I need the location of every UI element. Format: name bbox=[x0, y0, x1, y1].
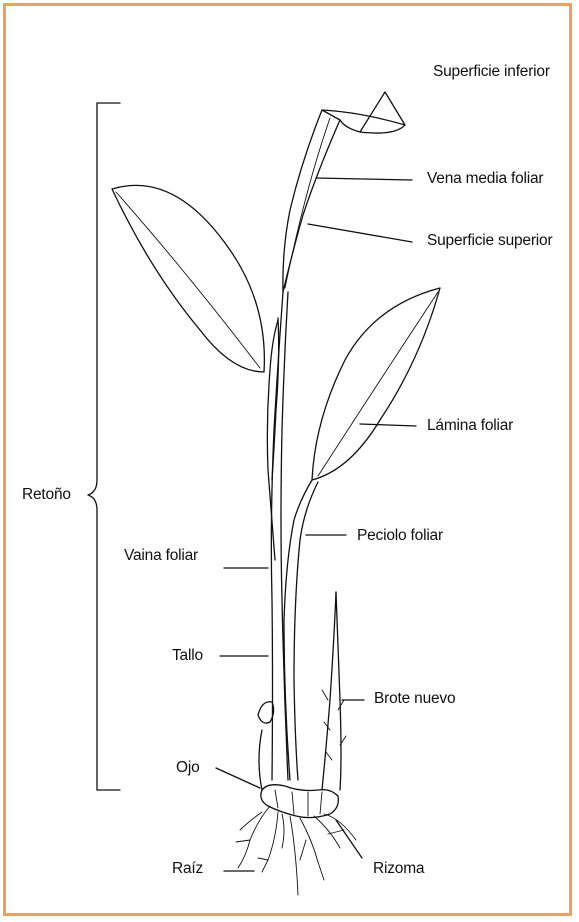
right-leaf bbox=[312, 288, 440, 480]
label-retono: Retoño bbox=[22, 486, 71, 504]
label-rizoma: Rizoma bbox=[373, 860, 424, 878]
main-stems bbox=[267, 292, 318, 780]
label-raiz: Raíz bbox=[172, 860, 203, 878]
roots bbox=[236, 806, 356, 895]
label-lamina-foliar: Lámina foliar bbox=[427, 417, 513, 435]
label-vena-media-foliar: Vena media foliar bbox=[427, 170, 543, 188]
label-tallo: Tallo bbox=[172, 647, 203, 665]
label-peciolo-foliar: Peciolo foliar bbox=[357, 527, 443, 545]
label-superficie-superior: Superficie superior bbox=[427, 232, 552, 250]
label-brote-nuevo: Brote nuevo bbox=[374, 690, 455, 708]
eye-bud bbox=[258, 702, 274, 790]
shoot-bracket bbox=[88, 103, 120, 790]
leader-lines bbox=[216, 178, 416, 871]
label-ojo: Ojo bbox=[176, 759, 200, 777]
top-leaf bbox=[283, 92, 405, 292]
left-leaf bbox=[112, 185, 264, 372]
new-shoot bbox=[322, 592, 346, 790]
rhizome bbox=[261, 785, 338, 818]
label-vaina-foliar: Vaina foliar bbox=[124, 547, 198, 565]
label-superficie-inferior: Superficie inferior bbox=[433, 63, 550, 81]
